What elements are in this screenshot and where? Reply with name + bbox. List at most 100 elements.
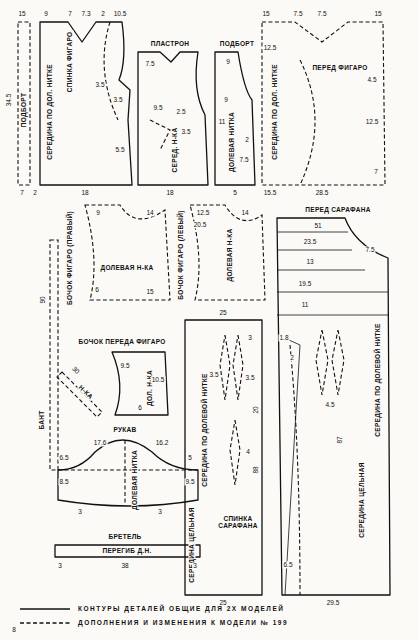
dimension: 7.5 bbox=[144, 60, 155, 67]
pattern-piece: СПИНКА ФИГАРО СЕРЕДИНА ПО ДОЛ. НИТКЕ bbox=[38, 20, 134, 188]
dimension: 7 bbox=[373, 168, 379, 175]
dimension: 9 bbox=[225, 58, 231, 65]
piece-name: ПЛАСТРОН bbox=[150, 40, 191, 47]
dimension: 4.5 bbox=[366, 76, 377, 83]
dimension: 2.5 bbox=[175, 108, 186, 115]
dimension: 15.5 bbox=[263, 189, 278, 196]
dimension: 25 bbox=[218, 309, 227, 316]
dimension: 34.5 bbox=[5, 93, 12, 108]
legend-text: ДОПОЛНЕНИЯ И ИЗМЕНЕНИЯ К МОДЕЛИ № 199 bbox=[78, 619, 288, 626]
grain-note: СЕРЕД. Н-КА bbox=[171, 127, 178, 174]
dimension: 29.5 bbox=[326, 599, 341, 606]
dimension: 17.6 bbox=[93, 439, 108, 446]
dimension: 14 bbox=[145, 209, 154, 216]
dimension: 12.5 bbox=[196, 209, 211, 216]
dimension: 5 bbox=[187, 454, 193, 461]
dimension: 6 bbox=[137, 404, 143, 411]
dimension: 18 bbox=[165, 189, 174, 196]
grain-note: СЕРЕДИНА ПО ДОЛ. НИТКЕ bbox=[46, 63, 53, 161]
dimension: 7.5 bbox=[238, 156, 249, 163]
dimension: 15 bbox=[261, 10, 270, 17]
grain-note: ДОЛЕВАЯ Н-КА bbox=[99, 264, 154, 271]
dimension: 2 bbox=[32, 189, 38, 196]
grain-note: ДОЛ. Н-КА bbox=[146, 369, 153, 407]
dimension: 2 bbox=[244, 136, 250, 143]
piece-name: ПОДБОРТ bbox=[219, 40, 255, 47]
pattern-piece: СПИНКА САРАФАНА СЕРЕДИНА ЦЕЛЬНАЯ СЕРЕДИНА … bbox=[183, 318, 265, 598]
dimension: 13 bbox=[305, 258, 314, 265]
grain-note: ДОЛЕВАЯ Н-КА bbox=[226, 227, 233, 282]
dimension: 14 bbox=[240, 209, 249, 216]
dimension: 3.5 bbox=[208, 371, 219, 378]
dimension: 9.5 bbox=[184, 478, 195, 485]
dimension: 30 bbox=[70, 364, 82, 376]
dimension: 3.5 bbox=[180, 128, 191, 135]
dimension: 11 bbox=[218, 118, 227, 125]
dimension: 3 bbox=[77, 508, 83, 515]
piece-name: СПИНКА САРАФАНА bbox=[217, 515, 259, 529]
dimension: 28.5 bbox=[315, 189, 330, 196]
dimension: 9 bbox=[95, 209, 101, 216]
dimension: 3.5 bbox=[112, 96, 123, 103]
dimension: 7.5 bbox=[292, 10, 303, 17]
dimension: 11 bbox=[301, 301, 310, 308]
dimension: 20 bbox=[252, 405, 259, 414]
piece-name: БОЧОК ФИГАРО (ЛЕВЫЙ) bbox=[177, 209, 184, 300]
pattern-piece: ПОДБОРТ ДОЛЕВАЯ НИТКА bbox=[212, 38, 258, 188]
pattern-piece: БОЧОК ФИГАРО (ПРАВЫЙ) ДОЛЕВАЯ Н-КА bbox=[62, 203, 172, 303]
dimension: 3.5 bbox=[244, 374, 255, 381]
dimension: 6.5 bbox=[282, 561, 293, 568]
pattern-piece: ПЕРЕД САРАФАНАСЕРЕДИНА ЦЕЛЬНАЯСЕРЕДИНА П… bbox=[274, 203, 394, 597]
dimension: 15 bbox=[373, 10, 382, 17]
pattern-piece: БАНТН-КА bbox=[36, 238, 106, 473]
legend-text: КОНТУРЫ ДЕТАЛЕЙ ОБЩИЕ ДЛЯ 2Х МОДЕЛЕЙ bbox=[78, 605, 284, 612]
grain-note: СЕРЕДИНА ПО ДОЛЕВОЙ НИТКЕ bbox=[201, 372, 208, 487]
dimension: 38 bbox=[120, 562, 129, 569]
pattern-piece: РУКАВ ДОЛЕВАЯ НИТКА bbox=[56, 424, 202, 512]
dimension: 3 bbox=[57, 562, 63, 569]
grain-note: ПЕРЕГИБ Д.Н. bbox=[101, 547, 152, 554]
dimension: 4.5 bbox=[324, 401, 335, 408]
dimension: 2 bbox=[289, 354, 295, 361]
piece-name: ПЕРЕД САРАФАНА bbox=[304, 206, 371, 213]
dimension: 23.5 bbox=[303, 238, 318, 245]
grain-note: ДОЛЕВАЯ НИТКА bbox=[131, 449, 138, 511]
dimension: 3.5 bbox=[94, 81, 105, 88]
dimension: 6 bbox=[94, 286, 100, 293]
dimension: 88 bbox=[252, 465, 259, 474]
dimension: 7 bbox=[19, 189, 25, 196]
grain-note: ДОЛЕВАЯ НИТКА bbox=[228, 111, 235, 173]
pattern-piece: ПОДБОРТ bbox=[16, 20, 34, 188]
dimension: 7.5 bbox=[316, 10, 327, 17]
dimension: 16.2 bbox=[155, 439, 170, 446]
dimension: 8 bbox=[11, 626, 17, 633]
dimension: 8.5 bbox=[58, 478, 69, 485]
dimension: 15 bbox=[145, 288, 154, 295]
dimension: 3 bbox=[157, 508, 163, 515]
piece-name: ПОДБОРТ bbox=[20, 92, 27, 128]
pattern-piece: ПЕРЕД ФИГАРО СЕРЕДИНА ПО ДОЛ. НИТКЕ bbox=[260, 20, 387, 188]
pattern-piece: БРЕТЕЛЬПЕРЕГИБ Д.Н. bbox=[54, 530, 202, 560]
dimension: 10.5 bbox=[113, 10, 128, 17]
dimension: 87 bbox=[336, 435, 343, 444]
dimension: 10.5 bbox=[151, 376, 166, 383]
grain-note: СЕРЕДИНА ЦЕЛЬНАЯ bbox=[188, 506, 195, 583]
dimension: 3 bbox=[192, 562, 198, 569]
dimension: 90 bbox=[39, 295, 46, 304]
piece-name: БОЧОК ФИГАРО (ПРАВЫЙ) bbox=[66, 210, 73, 306]
piece-name: СПИНКА ФИГАРО bbox=[66, 31, 73, 94]
piece-name: БАНТ bbox=[38, 410, 45, 431]
piece-name: ПЕРЕД ФИГАРО bbox=[311, 64, 368, 71]
grain-note: СЕРЕДИНА ПО ДОЛ. НИТКЕ bbox=[271, 63, 278, 161]
dimension: 2 bbox=[100, 10, 106, 17]
dimension: 6.5 bbox=[58, 454, 69, 461]
dimension: 7.3 bbox=[80, 10, 91, 17]
dimension: 3 bbox=[247, 334, 253, 341]
dimension: 9.5 bbox=[119, 362, 130, 369]
piece-name: РУКАВ bbox=[112, 426, 137, 433]
dimension: 9 bbox=[223, 96, 229, 103]
grain-note: СЕРЕДИНА ПО ДОЛЕВОЙ НИТКЕ bbox=[374, 322, 381, 437]
dimension: 15 bbox=[17, 10, 26, 17]
dimension: 1.8 bbox=[278, 334, 289, 341]
dimension: 5.5 bbox=[114, 146, 125, 153]
